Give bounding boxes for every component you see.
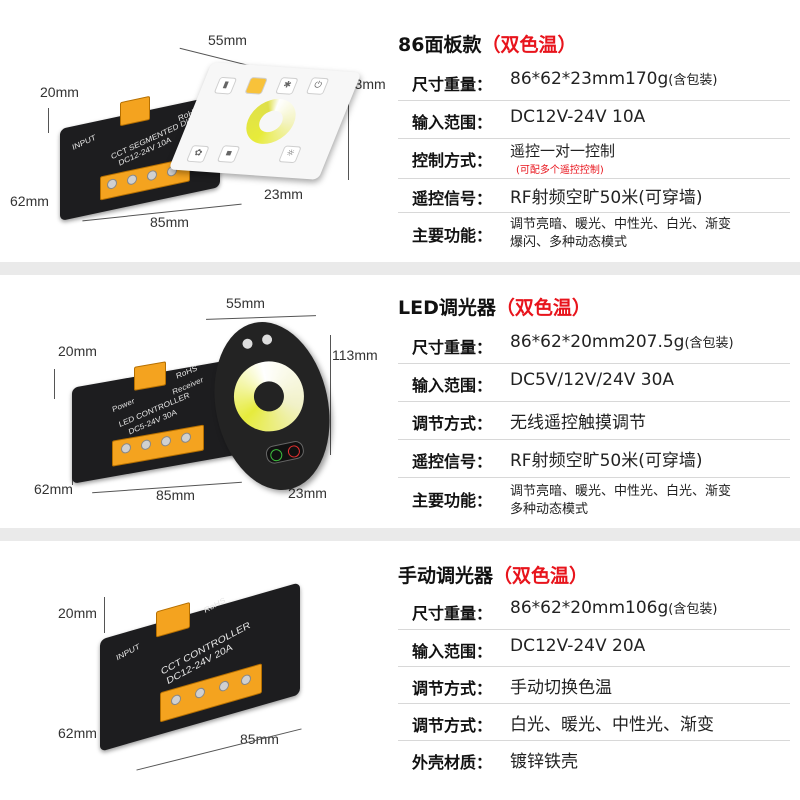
dim-depth: 62mm — [10, 193, 49, 209]
dim-remote-thickness: 23mm — [264, 186, 303, 202]
power-icon: ⏻ — [305, 77, 330, 95]
dim-thickness: 20mm — [58, 605, 97, 621]
spec-row: 主要功能： 调节亮暗、暖光、中性光、白光、渐变 爆闪、多种动态模式 — [412, 217, 732, 250]
title-highlight: （双色温） — [493, 565, 589, 587]
product-section-3: 20mm 62mm 85mm RoHS INPUT CCT CONTROLLER… — [0, 541, 800, 800]
dim-line-length — [136, 728, 302, 771]
panel-button-icon: ☼ — [278, 145, 302, 164]
dim-line-thickness — [104, 597, 105, 633]
device-label-input: INPUT — [115, 641, 141, 663]
product-title: 86面板款（双色温） — [398, 34, 577, 56]
spec-row: 调节方式： 手动切换色温 — [398, 666, 790, 704]
dim-length: 85mm — [240, 731, 279, 747]
spec-row: 调节方式： 白光、暖光、中性光、渐变 — [398, 703, 790, 741]
dim-width: 55mm — [226, 295, 265, 311]
product-section-2: 55mm 113mm 20mm 62mm 85mm 23mm RoHS Powe… — [0, 275, 800, 528]
spec-row: 尺寸重量： 86*62*20mm207.5g(含包装) — [398, 325, 790, 364]
dim-line-thickness — [54, 369, 55, 399]
panel-button-icon — [244, 76, 268, 95]
spec-row: 输入范围： DC12V-24V 10A — [398, 100, 790, 139]
dim-line-remote-height — [348, 100, 349, 180]
dim-length: 85mm — [150, 214, 189, 230]
dim-width: 55mm — [208, 32, 247, 48]
spec-row: 遥控信号： RF射频空旷50米(可穿墙) — [398, 178, 790, 213]
dim-remote-height: 113mm — [332, 347, 378, 363]
dim-line-thickness — [48, 108, 49, 133]
panel-button-icon: ✿ — [186, 145, 210, 163]
device-label-rohs: RoHS — [203, 595, 227, 615]
section-divider — [0, 528, 800, 541]
input-terminal — [156, 601, 190, 638]
power-toggle-icon — [264, 439, 306, 466]
title-highlight: （双色温） — [495, 297, 591, 319]
spec-row: 尺寸重量： 86*62*23mm170g(含包装) — [398, 60, 790, 101]
input-terminal — [120, 95, 150, 127]
spec-row: 输入范围： DC12V-24V 20A — [398, 629, 790, 667]
spec-row: 调节方式： 无线遥控触摸调节 — [398, 401, 790, 440]
panel-button-icon: ▮ — [213, 76, 238, 95]
dim-thickness: 20mm — [58, 343, 97, 359]
input-terminal — [134, 361, 166, 391]
dim-line-width — [206, 315, 316, 320]
wall-panel-remote-image: ▮ ✱ ⏻ ✿ ▪ ☼ — [168, 62, 362, 180]
output-terminal — [112, 424, 204, 467]
spec-row: 控制方式： 遥控一对一控制 (可配多个遥控控制) — [398, 138, 790, 179]
section-divider — [0, 262, 800, 275]
spec-row: 主要功能： 调节亮暗、暖光、中性光、白光、渐变 多种动态模式 — [412, 484, 732, 517]
device-label-power: Power — [111, 396, 136, 415]
color-temperature-ring — [227, 354, 311, 438]
spec-note: (可配多个遥控控制) — [516, 165, 604, 176]
product-title: LED调光器（双色温） — [398, 297, 591, 319]
title-highlight: （双色温） — [481, 34, 577, 56]
panel-button-icon: ✱ — [275, 77, 299, 95]
spec-row: 外壳材质： 镀锌铁壳 — [412, 752, 578, 772]
product-title: 手动调光器（双色温） — [398, 565, 589, 587]
spec-row: 遥控信号： RF射频空旷50米(可穿墙) — [398, 439, 790, 478]
touch-remote-image — [199, 311, 345, 501]
dim-depth: 62mm — [34, 481, 73, 497]
dim-line-remote-height — [330, 335, 331, 455]
dim-thickness: 20mm — [40, 84, 79, 100]
panel-button-icon: ▪ — [216, 145, 241, 163]
color-temperature-ring — [238, 97, 303, 146]
spec-row: 尺寸重量： 86*62*20mm106g(含包装) — [398, 591, 790, 630]
dim-length: 85mm — [156, 487, 195, 503]
spec-row: 输入范围： DC5V/12V/24V 30A — [398, 363, 790, 402]
dim-depth: 62mm — [58, 725, 97, 741]
dim-remote-thickness: 23mm — [288, 485, 327, 501]
device-label-input: INPUT — [71, 132, 97, 152]
product-section-1: 55mm 113mm 20mm 62mm 85mm 23mm CCT SEGME… — [0, 0, 800, 262]
controller-device-image: RoHS INPUT CCT CONTROLLER DC12-24V 20A — [100, 582, 300, 752]
